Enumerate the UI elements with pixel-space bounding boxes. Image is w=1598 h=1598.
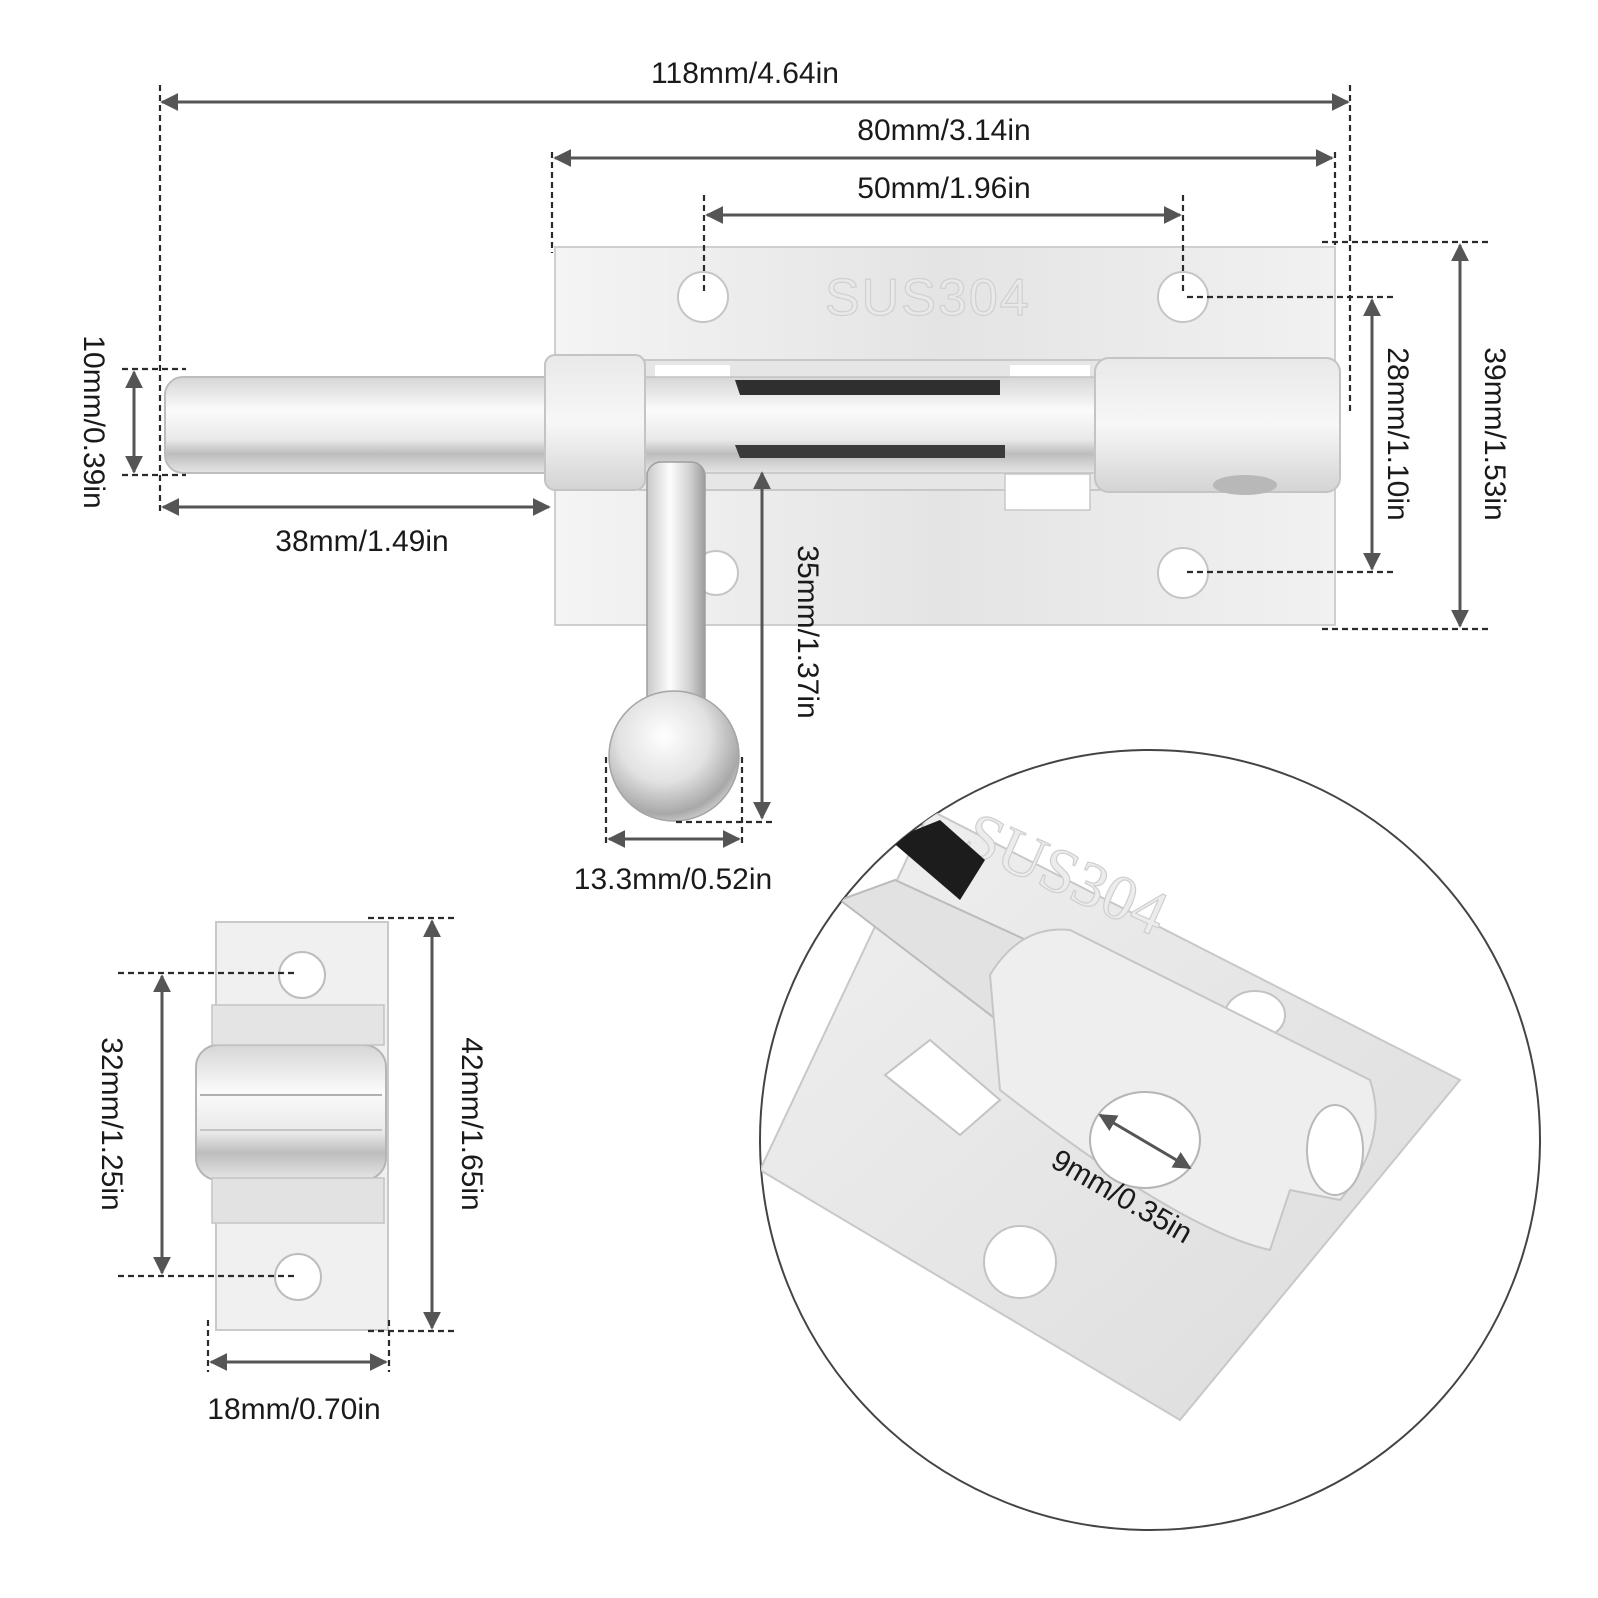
- label-bolt-diameter: 10mm/0.39in: [77, 335, 110, 508]
- handle-stem: [646, 461, 706, 713]
- dimension-labels: 118mm/4.64in 80mm/3.14in 50mm/1.96in 10m…: [77, 57, 1511, 1426]
- label-knob-diameter: 13.3mm/0.52in: [574, 863, 772, 896]
- label-hole-spacing: 50mm/1.96in: [857, 172, 1030, 205]
- label-overall-length: 118mm/4.64in: [651, 57, 839, 90]
- label-keeper-hole-spacing: 32mm/1.25in: [95, 1037, 128, 1210]
- label-bolt-extension: 38mm/1.49in: [275, 525, 448, 558]
- label-plate-length: 80mm/3.14in: [857, 114, 1030, 147]
- label-keeper-width: 18mm/0.70in: [207, 1393, 380, 1426]
- label-hole-vertical-spacing: 28mm/1.10in: [1381, 347, 1414, 520]
- label-handle-length: 35mm/1.37in: [791, 545, 824, 718]
- label-keeper-height: 42mm/1.65in: [455, 1037, 488, 1210]
- plate-hole-top-left: [677, 271, 729, 323]
- sleeve-left: [544, 354, 646, 491]
- sleeve-right: [1094, 357, 1341, 493]
- bolt-slot-bottom: [735, 445, 1005, 458]
- zoom-detail: SUS304: [759, 749, 1541, 1531]
- label-plate-height: 39mm/1.53in: [1478, 347, 1511, 520]
- main-latch: SUS304: [164, 246, 1341, 822]
- keeper: [195, 921, 389, 1331]
- dimension-lines: [118, 85, 1490, 1372]
- keeper-hole-bottom: [274, 1253, 322, 1301]
- keeper-loop: [195, 1044, 387, 1181]
- keeper-hole-top: [278, 951, 326, 999]
- plate-engraving: SUS304: [825, 269, 1031, 327]
- bolt-slot-top: [735, 380, 1000, 395]
- zoom-slot: [890, 820, 985, 900]
- handle-knob: [608, 690, 740, 822]
